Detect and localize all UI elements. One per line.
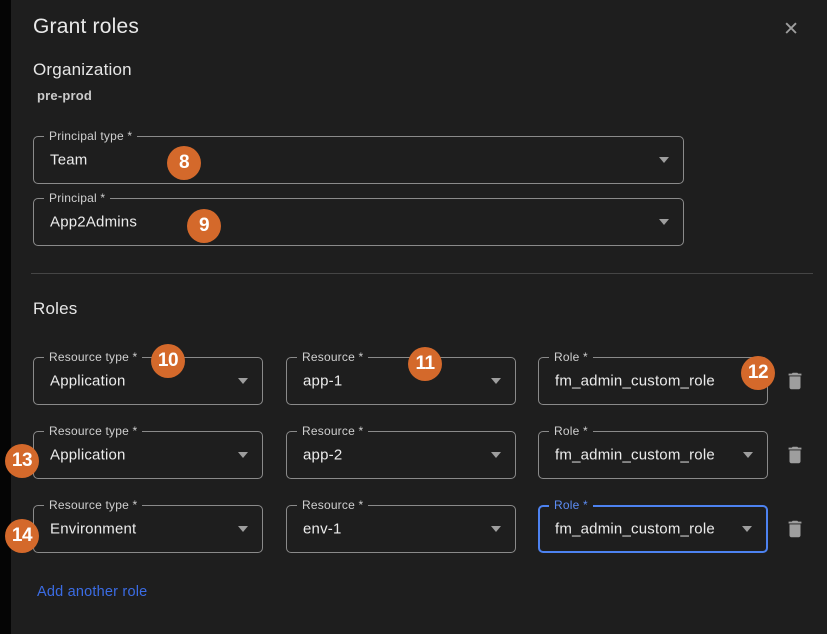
- role-row: Resource type * Environment Resource * e…: [33, 498, 813, 553]
- resource-value: app-1: [303, 372, 343, 390]
- dropdown-arrow-icon: [491, 526, 501, 532]
- principal-label: Principal *: [44, 191, 111, 205]
- annotation-badge-10: 10: [151, 344, 185, 378]
- role-select-2[interactable]: Role * fm_admin_custom_role: [538, 424, 768, 479]
- resource-type-value: Application: [50, 446, 126, 464]
- role-label: Role *: [549, 350, 593, 364]
- dialog-title: Grant roles: [33, 15, 140, 38]
- resource-type-select-3[interactable]: Resource type * Environment: [33, 498, 263, 553]
- role-row: Resource type * Application Resource * a…: [33, 350, 813, 405]
- section-divider: [31, 273, 813, 274]
- annotation-badge-14: 14: [5, 519, 39, 553]
- dropdown-arrow-icon: [238, 452, 248, 458]
- close-icon[interactable]: ✕: [783, 19, 799, 40]
- trash-icon: [788, 520, 802, 538]
- principal-type-select[interactable]: Principal type * Team: [33, 129, 684, 184]
- dropdown-arrow-icon: [659, 157, 669, 163]
- dropdown-arrow-icon: [491, 452, 501, 458]
- annotation-badge-8: 8: [167, 146, 201, 180]
- dropdown-arrow-icon: [238, 378, 248, 384]
- add-another-role-link[interactable]: Add another role: [37, 584, 148, 600]
- principal-select[interactable]: Principal * App2Admins: [33, 191, 684, 246]
- resource-value: app-2: [303, 446, 343, 464]
- dropdown-arrow-icon: [491, 378, 501, 384]
- resource-type-label: Resource type *: [44, 424, 143, 438]
- resource-type-select-2[interactable]: Resource type * Application: [33, 424, 263, 479]
- role-label: Role *: [549, 498, 593, 512]
- resource-type-value: Application: [50, 372, 126, 390]
- resource-label: Resource *: [297, 350, 369, 364]
- delete-role-button-2[interactable]: [782, 442, 808, 468]
- annotation-badge-11: 11: [408, 347, 442, 381]
- resource-select-1[interactable]: Resource * app-1: [286, 350, 516, 405]
- organization-name: pre-prod: [37, 88, 93, 103]
- annotation-badge-13: 13: [5, 444, 39, 478]
- resource-label: Resource *: [297, 424, 369, 438]
- resource-value: env-1: [303, 520, 342, 538]
- resource-type-value: Environment: [50, 520, 137, 538]
- dropdown-arrow-icon: [743, 452, 753, 458]
- role-select-1[interactable]: Role * fm_admin_custom_role: [538, 350, 768, 405]
- role-label: Role *: [549, 424, 593, 438]
- resource-type-label: Resource type *: [44, 498, 143, 512]
- role-row: Resource type * Application Resource * a…: [33, 424, 813, 479]
- dropdown-arrow-icon: [659, 219, 669, 225]
- trash-icon: [788, 372, 802, 390]
- annotation-badge-12: 12: [741, 356, 775, 390]
- grant-roles-dialog: ✕ Grant roles Organization pre-prod Prin…: [11, 0, 827, 634]
- role-value: fm_admin_custom_role: [555, 520, 715, 538]
- dialog-content: Grant roles Organization pre-prod Princi…: [11, 0, 827, 634]
- trash-icon: [788, 446, 802, 464]
- resource-select-2[interactable]: Resource * app-2: [286, 424, 516, 479]
- roles-heading: Roles: [33, 299, 78, 318]
- role-value: fm_admin_custom_role: [555, 372, 715, 390]
- resource-label: Resource *: [297, 498, 369, 512]
- organization-heading: Organization: [33, 60, 132, 79]
- delete-role-button-3[interactable]: [782, 516, 808, 542]
- resource-type-label: Resource type *: [44, 350, 143, 364]
- resource-type-select-1[interactable]: Resource type * Application: [33, 350, 263, 405]
- role-value: fm_admin_custom_role: [555, 446, 715, 464]
- principal-type-label: Principal type *: [44, 129, 138, 143]
- annotation-badge-9: 9: [187, 209, 221, 243]
- principal-type-value: Team: [50, 151, 88, 169]
- resource-select-3[interactable]: Resource * env-1: [286, 498, 516, 553]
- delete-role-button-1[interactable]: [782, 368, 808, 394]
- dropdown-arrow-icon: [238, 526, 248, 532]
- role-select-3[interactable]: Role * fm_admin_custom_role: [538, 498, 768, 553]
- dropdown-arrow-icon: [742, 526, 752, 532]
- principal-value: App2Admins: [50, 213, 138, 231]
